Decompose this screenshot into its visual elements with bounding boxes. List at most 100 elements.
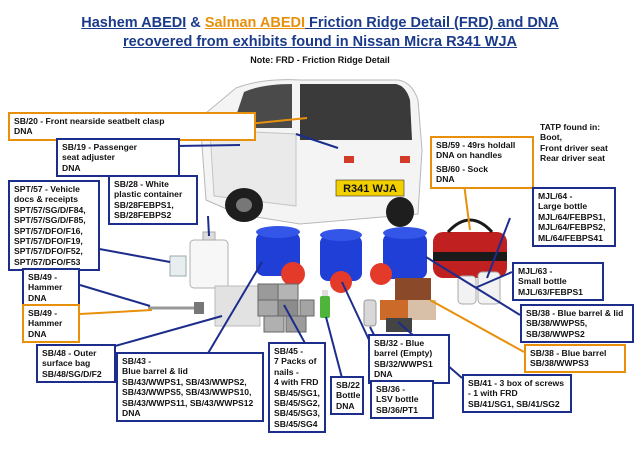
- label-sb28-line4: SB/28FEBPS2: [114, 210, 172, 221]
- label-spt57-line7: SPT/57/DFO/F52,: [14, 246, 83, 257]
- tatp-line2: Boot,: [540, 132, 562, 143]
- label-sb38b-line2: SB/38/WWPS3: [530, 358, 589, 369]
- label-sb19-line1: SB/19 - Passenger: [62, 142, 137, 152]
- label-mjl64-line1: MJL/64 -: [538, 191, 573, 201]
- lsv-bottle: [363, 299, 377, 327]
- label-sb20-line1: SB/20 - Front nearside seatbelt clasp: [14, 116, 165, 126]
- label-sb45-line7: SB/45/SG3,: [274, 408, 320, 419]
- label-spt57-line8: SPT/57/DFO/F53: [14, 256, 81, 267]
- blue-barrel-sb32: [320, 229, 362, 281]
- label-mjl63-line2: Small bottle: [518, 276, 567, 287]
- label-sb38a-line1: SB/38 - Blue barrel & lid: [526, 308, 624, 318]
- title-line2: recovered from exhibits found in Nissan …: [122, 34, 518, 50]
- label-sb43-line4: SB/43/WWPS5, SB/43/WWPS10,: [122, 387, 252, 398]
- label-spt57-line2: docs & receipts: [14, 194, 78, 205]
- label-mjl63-line3: MJL/63/FEBPS1: [518, 286, 583, 297]
- title-rest-line1: Friction Ridge Detail (FRD) and DNA: [305, 15, 559, 31]
- label-spt57-line3: SPT/57/SG/D/F84,: [14, 204, 86, 215]
- label-sb48-outer-bag: SB/48 - Outer surface bag SB/48/SG/D/F2: [36, 344, 116, 384]
- label-sb36-line1: SB/36 -: [376, 384, 406, 394]
- green-bottle: [320, 290, 330, 318]
- label-spt57-vehicle-docs: SPT/57 - Vehicle docs & receipts SPT/57/…: [8, 180, 100, 272]
- label-spt57-line4: SPT/57/SG/D/F85,: [14, 215, 86, 226]
- label-mjl64-line4: MJL/64/FEBPS2,: [538, 222, 606, 233]
- label-mjl64-large-bottle: MJL/64 - Large bottle MJL/64/FEBPS1, MJL…: [532, 187, 616, 248]
- holdall-bag: [433, 218, 507, 278]
- page-title: Hashem ABEDI & Salman ABEDI Friction Rid…: [0, 14, 640, 52]
- label-sb32-blue-barrel-empty: SB/32 - Blue barrel (Empty) SB/32/WWPS1 …: [368, 334, 450, 384]
- label-sb45-line4: 4 with FRD: [274, 377, 319, 388]
- tatp-note: TATP found in: Boot, Front driver seat R…: [540, 122, 608, 164]
- label-sb22-line3: DNA: [336, 400, 355, 411]
- label-sb41-line1: SB/41 - 3 box of screws: [468, 378, 564, 388]
- label-sb49b-line3: DNA: [28, 328, 47, 339]
- outer-surface-bag: [214, 285, 261, 327]
- label-sb43-blue-barrel: SB/43 - Blue barrel & lid SB/43/WWPS1, S…: [116, 352, 264, 423]
- nail-packs: [257, 283, 315, 333]
- label-sb49a-line1: SB/49 -: [28, 272, 58, 282]
- label-sb41-line3: SB/41/SG1, SB/41/SG2: [468, 398, 560, 409]
- label-sb36-line2: LSV bottle: [376, 394, 419, 405]
- label-sb19-line3: DNA: [62, 162, 81, 173]
- label-sb36-line3: SB/36/PT1: [376, 404, 419, 415]
- label-spt57-line1: SPT/57 - Vehicle: [14, 184, 80, 194]
- screw-boxes: [380, 278, 436, 332]
- blue-barrel-sb38: [383, 227, 427, 279]
- label-sb20-line2: DNA: [14, 126, 33, 137]
- tatp-line1: TATP found in:: [540, 122, 601, 132]
- label-sb22-line1: SB/22: [336, 380, 360, 390]
- label-sb49b-line1: SB/49 -: [28, 308, 58, 318]
- label-sb28-white-container: SB/28 - White plastic container SB/28FEB…: [108, 175, 198, 225]
- label-sb45-line5: SB/45/SG1,: [274, 387, 320, 398]
- label-sb32-line1: SB/32 - Blue: [374, 338, 425, 348]
- label-sb19-seat-adjuster: SB/19 - Passenger seat adjuster DNA: [56, 138, 180, 178]
- label-mjl64-line5: ML/64/FEBPS41: [538, 232, 603, 243]
- tatp-line4: Rear driver seat: [540, 153, 605, 164]
- label-sb32-line2: barrel (Empty): [374, 348, 433, 359]
- label-sb59-holdall: SB/59 - 49rs holdall DNA on handles SB/6…: [430, 136, 534, 189]
- label-sb49a-line2: Hammer: [28, 282, 63, 293]
- connector-lines-orange: [79, 117, 525, 353]
- blue-barrel-sb43: [256, 226, 300, 276]
- barrel-lid-red-3: [370, 263, 392, 285]
- label-mjl64-line3: MJL/64/FEBPS1,: [538, 211, 606, 222]
- label-sb38-blue-barrel-orange: SB/38 - Blue barrel SB/38/WWPS3: [524, 344, 626, 373]
- label-sb22-bottle: SB/22 Bottle DNA: [330, 376, 364, 416]
- label-sb32-line4: DNA: [374, 369, 393, 380]
- label-sb45-nails: SB/45 - 7 Packs of nails - 4 with FRD SB…: [268, 342, 326, 434]
- label-sb49-hammer-blue: SB/49 - Hammer DNA: [22, 268, 80, 308]
- label-sb45-line3: nails -: [274, 366, 299, 377]
- tatp-line3: Front driver seat: [540, 142, 608, 153]
- title-name-hashem: Hashem ABEDI: [81, 15, 187, 31]
- label-sb48-line3: SB/48/SG/D/F2: [42, 368, 102, 379]
- label-sb32-line3: SB/32/WWPS1: [374, 358, 433, 369]
- label-sb45-line8: SB/45/SG4: [274, 418, 318, 429]
- label-mjl64-line2: Large bottle: [538, 201, 588, 212]
- barrel-lid-red: [281, 262, 305, 286]
- label-spt57-line5: SPT/57/DFO/F16,: [14, 225, 83, 236]
- label-sb28-line1: SB/28 - White: [114, 179, 169, 189]
- connector-lines-blue: [79, 133, 521, 383]
- label-sb41-screws: SB/41 - 3 box of screws - 1 with FRD SB/…: [462, 374, 572, 414]
- vehicle-documents: [169, 255, 187, 277]
- label-sb38b-line1: SB/38 - Blue barrel: [530, 348, 607, 358]
- label-sb19-line2: seat adjuster: [62, 152, 116, 163]
- label-sb22-line2: Bottle: [336, 390, 361, 401]
- label-sb43-line1: SB/43 -: [122, 356, 152, 366]
- label-sb59-line1: SB/59 - 49rs holdall: [436, 140, 516, 150]
- label-sb41-line2: - 1 with FRD: [468, 388, 518, 399]
- label-sb59-line3: SB/60 - Sock: [436, 163, 489, 174]
- label-sb45-line1: SB/45 -: [274, 346, 304, 356]
- label-sb43-line5: SB/43/WWPS11, SB/43/WWPS12: [122, 397, 254, 408]
- label-sb43-line3: SB/43/WWPS1, SB/43/WWPS2,: [122, 376, 247, 387]
- label-sb49b-line2: Hammer: [28, 318, 63, 329]
- white-plastic-container: [189, 231, 229, 289]
- label-sb45-line2: 7 Packs of: [274, 356, 317, 367]
- label-sb28-line2: plastic container: [114, 189, 183, 200]
- label-sb20-seatbelt: SB/20 - Front nearside seatbelt clasp DN…: [8, 112, 256, 141]
- label-sb43-line2: Blue barrel & lid: [122, 366, 188, 377]
- label-sb38-blue-barrel-lid: SB/38 - Blue barrel & lid SB/38/WWPS5, S…: [520, 304, 634, 344]
- label-sb48-line2: surface bag: [42, 358, 91, 369]
- barrel-lid-red-2: [330, 271, 352, 293]
